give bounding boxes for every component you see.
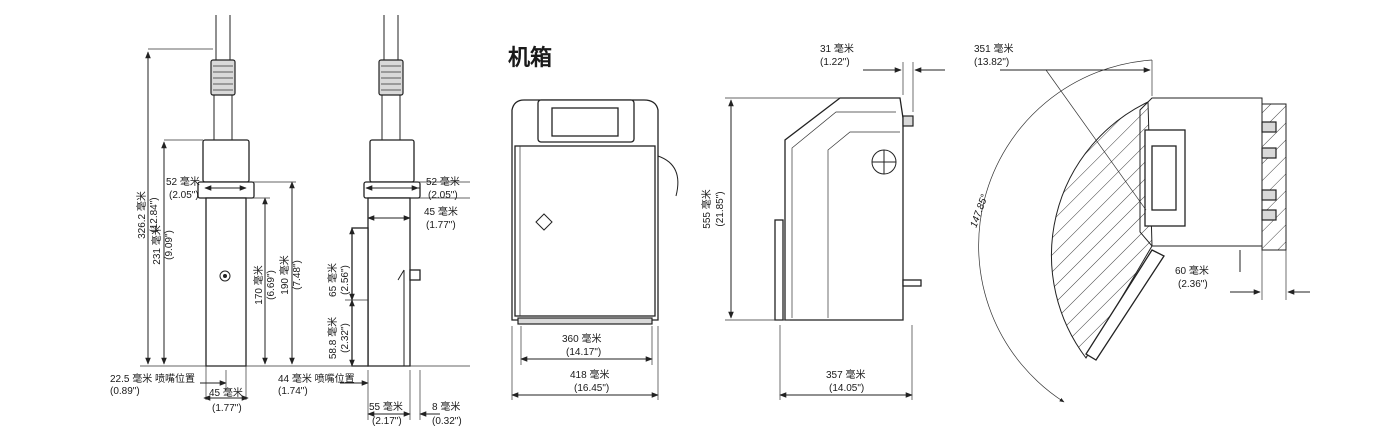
nozzle-side-label: 44 毫米 喷嘴位置 [278,372,355,385]
width-360-inch: (14.17") [566,347,601,358]
height-58-inch: (2.32") [340,323,351,353]
swing-angle-label: 147.85° [969,193,991,229]
height-190-inch: (7.48") [292,260,303,290]
width-418-label: 418 毫米 [570,368,609,381]
height-58-label: 58.8 毫米 [326,317,339,359]
cabinet-side-view: 555 毫米 (21.85") 31 毫米 (1.22") 357 毫米 (14… [700,42,945,400]
width-31-inch: (1.22") [820,57,850,68]
cabinet-top-view: 351 毫米 (13.82") 147.85° 60 毫米 (2.36") [969,42,1310,403]
nozzle-front-label: 22.5 毫米 喷嘴位置 [110,372,195,385]
height-555-inch: (21.85") [715,191,726,226]
cabinet-front-view: 360 毫米 (14.17") 418 毫米 (16.45") [511,99,679,400]
width-45-label: 45 毫米 [209,386,243,399]
width-45-inch: (1.77") [212,403,242,414]
printhead-side-view: 52 毫米 (2.05") 45 毫米 (1.77") 65 毫米 (2.56"… [278,15,470,427]
side-width-52-label: 52 毫米 [426,175,460,188]
width-357-label: 357 毫米 [826,368,865,381]
width-418-inch: (16.45") [574,383,609,394]
width-351-inch: (13.82") [974,57,1009,68]
height-326-inch: (12.84") [149,197,160,232]
width-55-label: 55 毫米 [369,400,403,413]
nozzle-side-inch: (1.74") [278,386,308,397]
side-width-45-label: 45 毫米 [424,205,458,218]
width-60-inch: (2.36") [1178,279,1208,290]
width-8-inch: (0.32") [432,416,462,427]
height-65-label: 65 毫米 [326,263,339,297]
printhead-front-view: 326.2 毫米 (12.84") 231 毫米 (9.09") 52 毫米 (… [110,15,303,414]
width-351-label: 351 毫米 [974,42,1013,55]
height-231-inch: (9.09") [164,230,175,260]
width-55-inch: (2.17") [372,416,402,427]
side-width-52-inch: (2.05") [428,190,458,201]
section-title: 机箱 [508,45,552,70]
width-52-label: 52 毫米 [166,175,200,188]
width-8-label: 8 毫米 [432,400,460,413]
height-326-label: 326.2 毫米 [135,191,148,239]
nozzle-front-inch: (0.89") [110,386,140,397]
height-65-inch: (2.56") [340,265,351,295]
height-231-label: 231 毫米 [150,225,163,264]
width-357-inch: (14.05") [829,383,864,394]
side-width-45-inch: (1.77") [426,220,456,231]
height-170-label: 170 毫米 [252,265,265,304]
height-555-label: 555 毫米 [700,189,713,228]
width-360-label: 360 毫米 [562,332,601,345]
width-60-label: 60 毫米 [1175,264,1209,277]
height-170-inch: (6.69") [266,270,277,300]
height-190-label: 190 毫米 [278,255,291,294]
width-52-inch: (2.05") [169,190,199,201]
width-31-label: 31 毫米 [820,42,854,55]
